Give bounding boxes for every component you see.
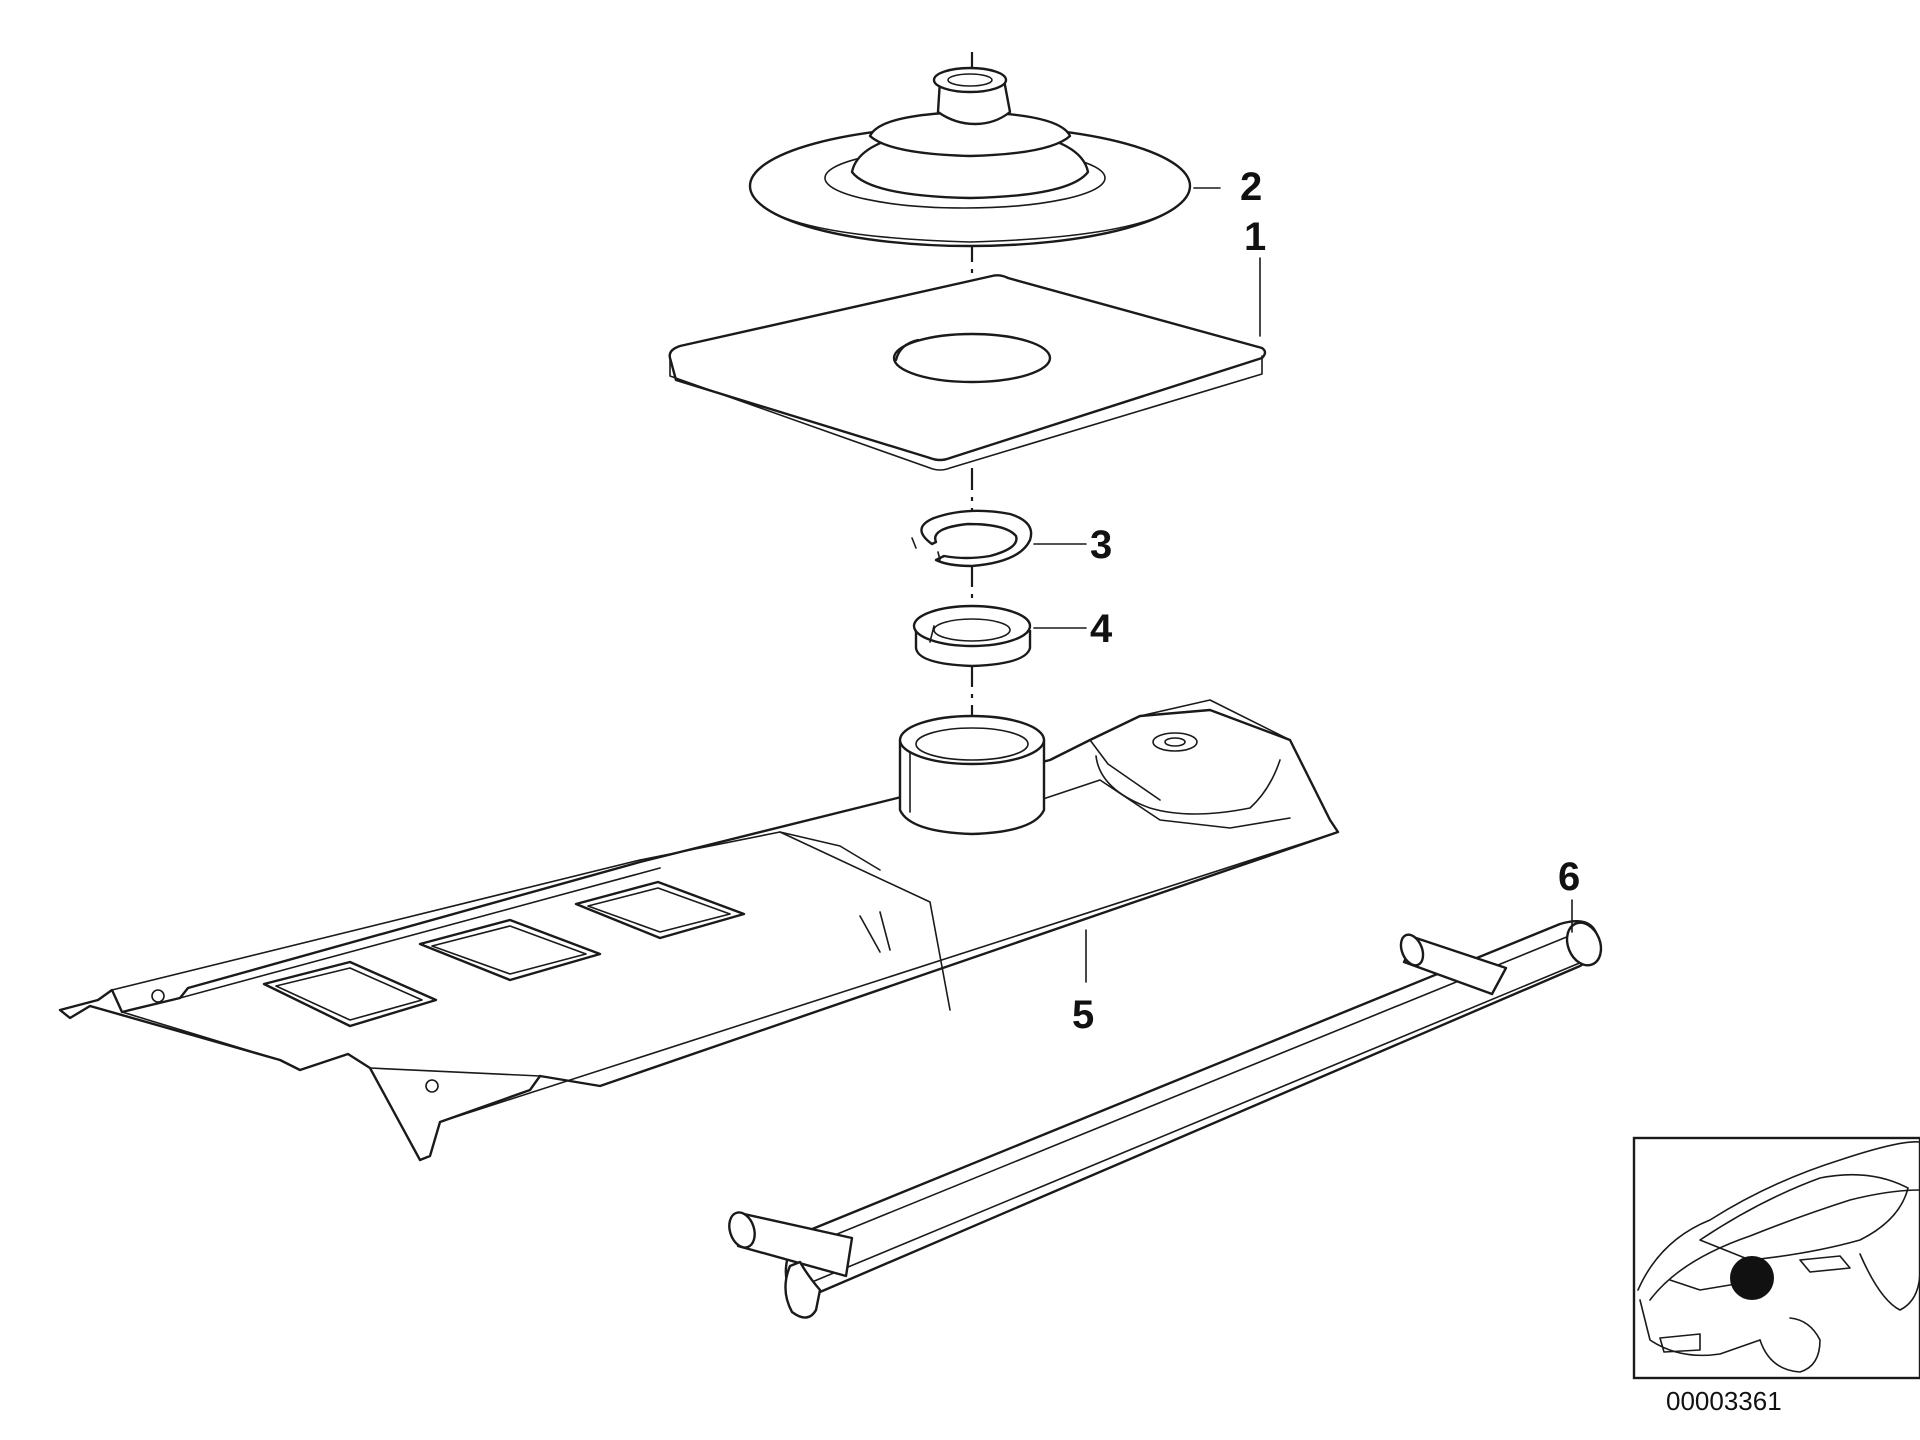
callout-2: 2 [1240, 165, 1262, 209]
bushing[interactable] [912, 604, 1032, 668]
circlip[interactable] [911, 509, 1033, 568]
callout-5: 5 [1072, 993, 1094, 1037]
callout-6: 6 [1558, 855, 1580, 899]
leader-lines [1033, 187, 1573, 983]
location-marker [1730, 1256, 1774, 1300]
callout-labels: 2 1 3 4 5 6 [1072, 165, 1580, 1037]
shift-console[interactable] [58, 699, 1340, 1162]
callout-1: 1 [1244, 215, 1266, 259]
gear-lever-boot[interactable] [748, 66, 1192, 248]
diagram-reference-number: 00003361 [1666, 1386, 1782, 1416]
cover-plate[interactable] [668, 274, 1267, 471]
shift-rod[interactable] [725, 918, 1607, 1319]
car-outline-icon [1637, 1141, 1920, 1373]
callout-4: 4 [1090, 607, 1113, 651]
callout-3: 3 [1090, 523, 1112, 567]
vehicle-location-thumbnail [1632, 1136, 1920, 1380]
